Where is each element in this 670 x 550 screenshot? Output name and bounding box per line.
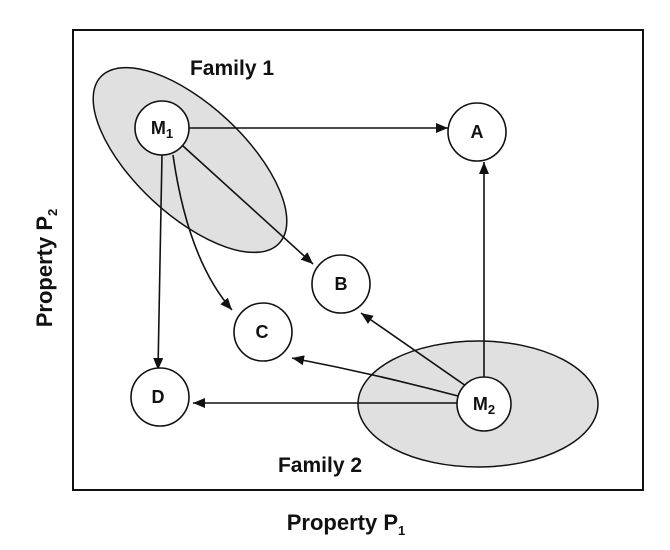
- node-m2-label: M2: [473, 394, 495, 417]
- node-d: D: [130, 367, 190, 427]
- node-d-label: D: [152, 387, 165, 407]
- family-2-label: Family 2: [278, 454, 362, 477]
- x-axis-label: Property P1: [287, 510, 406, 538]
- plot-frame: [72, 29, 644, 491]
- arrows: [153, 123, 489, 408]
- node-b-circle: [311, 254, 371, 314]
- node-m1-label: M1: [151, 118, 173, 141]
- node-c: C: [233, 302, 293, 362]
- node-b-label: B: [335, 274, 348, 294]
- y-axis-label: Property P2: [32, 209, 60, 328]
- arrow-m2-to-b: [360, 312, 467, 387]
- node-c-circle: [233, 302, 293, 362]
- node-m2-circle: [456, 376, 512, 432]
- node-a-circle: [447, 102, 507, 162]
- arrow-m1-to-b: [182, 145, 314, 265]
- node-a-label: A: [471, 122, 484, 142]
- arrow-m1-to-c: [172, 154, 233, 311]
- arrow-m2-to-c: [291, 355, 459, 397]
- node-m1: M1: [134, 100, 190, 156]
- node-m2: M2: [456, 376, 512, 432]
- node-c-label: C: [256, 322, 269, 342]
- node-d-circle: [130, 367, 190, 427]
- node-a: A: [447, 102, 507, 162]
- family-1-label: Family 1: [190, 57, 274, 80]
- node-m1-circle: [134, 100, 190, 156]
- arrow-m1-to-d: [153, 153, 164, 371]
- node-b: B: [311, 254, 371, 314]
